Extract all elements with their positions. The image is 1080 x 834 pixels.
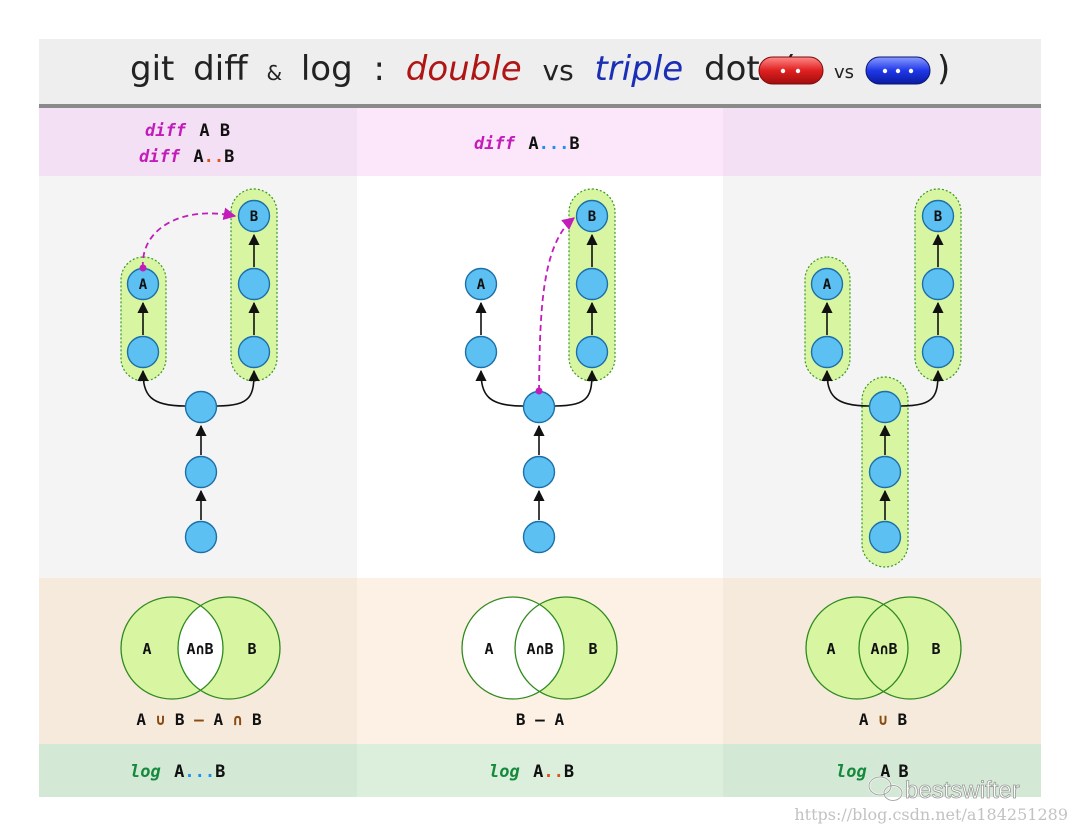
- log-band-center: [357, 744, 723, 797]
- title-divider: [39, 104, 1041, 108]
- commit-node: [184, 390, 218, 424]
- title-colon: :: [374, 49, 385, 89]
- commit-node: [522, 455, 556, 489]
- title-amp: &: [266, 61, 282, 85]
- commit-label-a: A: [477, 277, 486, 293]
- commit-label-a: A: [139, 277, 148, 293]
- edge: [137, 369, 186, 407]
- venn-label-a: A: [826, 640, 835, 658]
- venn-label-b: B: [588, 640, 597, 658]
- col3-set-expression: A ∪ B: [859, 710, 908, 729]
- commit-node: [184, 520, 218, 554]
- commit-node: [237, 267, 271, 301]
- pill-dot: [882, 68, 888, 74]
- title-git: git: [130, 49, 174, 89]
- pill-dot: [795, 68, 801, 74]
- commit-node-b: [575, 199, 609, 233]
- commit-node: [810, 335, 844, 369]
- venn-label-intersection: A∩B: [870, 640, 897, 658]
- col1-set-expression: A ∪ B — A ∩ B: [136, 710, 262, 729]
- venn-outline: [858, 596, 962, 700]
- commit-label-a: A: [823, 277, 832, 293]
- col2-commit-graph: A B: [464, 188, 616, 554]
- diff-band-center: [357, 108, 723, 176]
- col1-diff-line2: diff A..B: [139, 147, 234, 167]
- edge: [475, 369, 524, 407]
- commit-label-b: B: [250, 209, 258, 225]
- commit-node: [575, 267, 609, 301]
- col2-venn: A A∩B B: [461, 596, 618, 700]
- commit-node: [868, 390, 902, 424]
- edge: [554, 369, 598, 407]
- col2-log-label: log A..B: [489, 762, 574, 782]
- commit-node-b: [237, 199, 271, 233]
- watermark-brand: bestswifter: [905, 777, 1020, 804]
- page-title: git diff & log : double vs triple dot (: [130, 49, 796, 89]
- col2-set-expression: B – A: [516, 710, 565, 729]
- commit-node: [237, 335, 271, 369]
- venn-label-intersection: A∩B: [186, 640, 213, 658]
- venn-label-a: A: [484, 640, 493, 658]
- edge: [900, 369, 944, 407]
- venn-label-b: B: [931, 640, 940, 658]
- double-dot-pill-icon: [758, 56, 824, 85]
- commit-label-b: B: [588, 209, 596, 225]
- venn-outline: [461, 596, 565, 700]
- pill-dot: [780, 68, 786, 74]
- title-vs: vs: [543, 54, 574, 87]
- title-close-paren: ): [937, 49, 950, 89]
- title-log: log: [301, 49, 353, 89]
- title-pill-vs: vs: [834, 62, 854, 83]
- wechat-icon: [867, 775, 904, 802]
- commit-label-b: B: [934, 209, 942, 225]
- watermark: bestswifter https://blog.csdn.net/a18425…: [794, 775, 1068, 824]
- diff-arrow-origin: [139, 264, 147, 272]
- venn-outline: [805, 596, 909, 700]
- col3-venn: A A∩B B: [805, 596, 962, 700]
- commit-node: [921, 335, 955, 369]
- commit-node: [184, 455, 218, 489]
- commit-node-a: [464, 267, 498, 301]
- edge: [821, 369, 870, 407]
- title-triple: triple: [594, 49, 683, 89]
- edge: [216, 369, 260, 407]
- title-dot: dot: [704, 49, 760, 89]
- col1-log-label: log A...B: [130, 762, 225, 782]
- venn-outline: [177, 596, 281, 700]
- commit-node-b: [921, 199, 955, 233]
- commit-node: [921, 267, 955, 301]
- venn-set-b: [859, 597, 961, 699]
- commit-node: [575, 335, 609, 369]
- venn-intersection: [514, 604, 565, 692]
- pill-dot: [895, 68, 901, 74]
- col1-diff-line1: diff A B: [145, 121, 230, 141]
- watermark-url: https://blog.csdn.net/a184251289: [794, 805, 1068, 824]
- commit-node: [868, 455, 902, 489]
- commit-node: [464, 335, 498, 369]
- venn-intersection: [177, 605, 224, 691]
- commit-node: [126, 335, 160, 369]
- venn-outline: [120, 596, 224, 700]
- col1-venn: A A∩B B: [120, 596, 281, 700]
- commit-node-a: [810, 267, 844, 301]
- diff-arrow: [142, 207, 237, 269]
- diff-arrow-origin: [535, 387, 543, 395]
- col2-diff-line1: diff A...B: [474, 134, 580, 154]
- col3-commit-graph: A B: [804, 188, 962, 568]
- venn-label-intersection: A∩B: [526, 640, 553, 658]
- col1-commit-graph: A B: [120, 188, 278, 554]
- venn-label-a: A: [142, 640, 151, 658]
- diff-arrow: [538, 217, 575, 392]
- pill-dot: [908, 68, 914, 74]
- title-diff: diff: [193, 49, 249, 89]
- venn-label-b: B: [247, 640, 256, 658]
- commit-node: [522, 520, 556, 554]
- commit-node: [868, 520, 902, 554]
- venn-outline: [514, 596, 618, 700]
- title-double: double: [406, 49, 522, 89]
- commit-node: [522, 390, 556, 424]
